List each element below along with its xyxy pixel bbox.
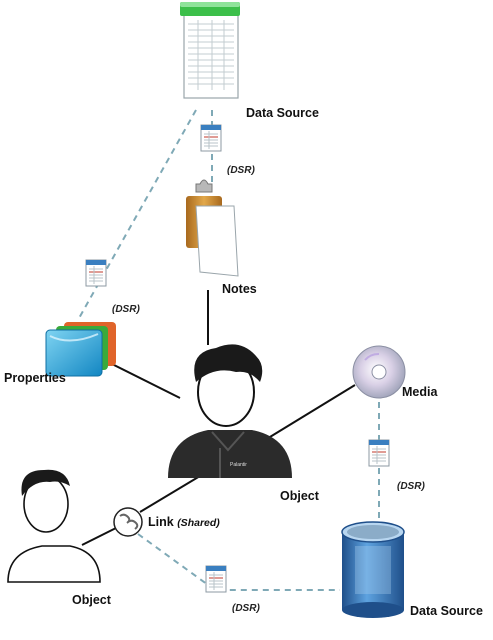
dsr-icon-media xyxy=(368,439,390,467)
connector-object-properties xyxy=(103,359,181,399)
connector-object-link xyxy=(139,475,201,513)
label-media: Media xyxy=(402,385,438,399)
clipboard-notes-icon xyxy=(186,179,239,277)
label-data-source-top: Data Source xyxy=(246,106,319,120)
connector-link-object xyxy=(81,527,117,546)
dsr-label-properties: (DSR) xyxy=(112,304,140,315)
label-link: Link (Shared) xyxy=(148,515,220,529)
dashed-properties-datasource xyxy=(77,109,197,321)
label-link-text: Link xyxy=(148,515,174,529)
label-data-source-bottom: Data Source xyxy=(410,604,483,618)
link-chain-icon xyxy=(113,507,143,537)
stacked-cards-icon xyxy=(45,322,116,377)
disc-icon xyxy=(352,345,406,399)
dashed-link-datasource xyxy=(137,533,340,591)
label-object-main: Object xyxy=(280,489,319,503)
connector-object-media xyxy=(264,384,356,441)
logo-text: Palantir xyxy=(230,462,247,468)
person-outline-icon xyxy=(7,469,101,583)
dsr-icon-bottom xyxy=(205,565,227,593)
label-notes: Notes xyxy=(222,282,257,296)
label-link-shared: (Shared) xyxy=(177,517,220,529)
database-cylinder-icon xyxy=(341,521,405,618)
dsr-label-bottom: (DSR) xyxy=(232,603,260,614)
spreadsheet-icon xyxy=(180,2,240,99)
dsr-label-media: (DSR) xyxy=(397,481,425,492)
label-properties: Properties xyxy=(4,371,66,385)
dsr-label-top: (DSR) xyxy=(227,165,255,176)
label-object-secondary: Object xyxy=(72,593,111,607)
dsr-icon-top xyxy=(200,124,222,152)
dsr-icon-properties xyxy=(85,259,107,287)
person-jacket-icon: Palantir xyxy=(168,344,292,478)
